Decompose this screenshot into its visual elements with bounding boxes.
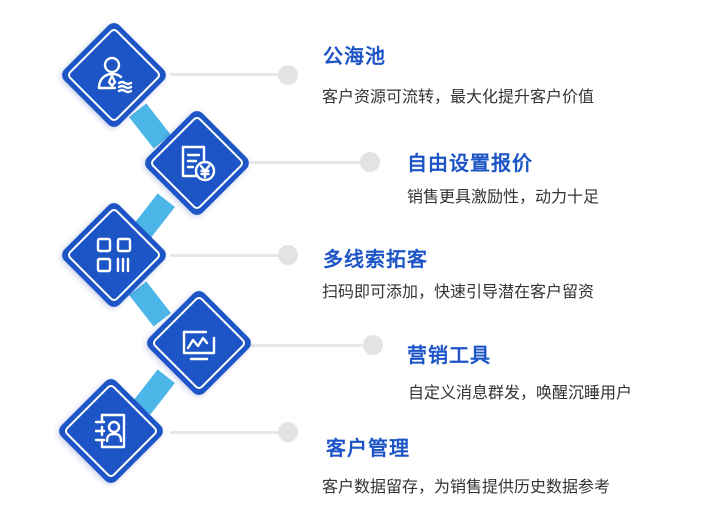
contact-card-icon xyxy=(88,408,134,454)
item-2-line xyxy=(250,161,368,164)
item-2-dot xyxy=(360,152,380,172)
item-1-desc: 客户资源可流转，最大化提升客户价值 xyxy=(322,87,595,106)
qr-code-icon xyxy=(91,232,137,278)
user-pool-icon xyxy=(91,52,137,98)
item-5-title: 客户管理 xyxy=(326,436,410,460)
item-4-line xyxy=(250,344,368,347)
item-1-title: 公海池 xyxy=(323,44,386,68)
item-2-desc: 销售更具激励性，动力十足 xyxy=(407,187,600,206)
item-3-desc: 扫码即可添加，快速引导潜在客户留资 xyxy=(322,282,595,301)
trend-monitor-icon xyxy=(176,320,222,366)
item-5-line xyxy=(170,431,285,434)
item-4-desc: 自定义消息群发，唤醒沉睡用户 xyxy=(408,383,633,402)
item-3-dot xyxy=(278,245,298,265)
item-1-line xyxy=(170,73,285,76)
item-3-title: 多线索拓客 xyxy=(323,247,428,271)
item-4-dot xyxy=(363,335,383,355)
item-1-dot xyxy=(278,65,298,85)
item-5-desc: 客户数据留存，为销售提供历史数据参考 xyxy=(322,477,611,496)
item-5-dot xyxy=(278,422,298,442)
item-4-title: 营销工具 xyxy=(407,343,491,367)
price-document-icon xyxy=(174,140,220,186)
item-3-line xyxy=(170,254,285,257)
item-2-title: 自由设置报价 xyxy=(407,151,533,175)
